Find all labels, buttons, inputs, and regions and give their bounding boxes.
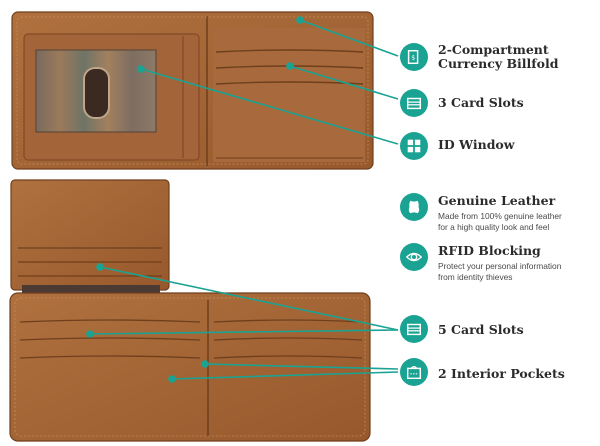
card-slots-icon xyxy=(400,315,428,343)
feature-title: ID Window xyxy=(438,137,515,152)
feature-id-window: ID Window xyxy=(400,132,515,160)
wallet-bottom xyxy=(9,179,371,442)
feature-title: 2-Compartment Currency Billfold xyxy=(438,42,559,71)
feature-title: RFID Blocking xyxy=(438,243,541,258)
feature-description: Protect your personal information from i… xyxy=(438,261,562,282)
leather-hide-icon xyxy=(400,193,428,221)
feature-genuine-leather: Genuine Leather Made from 100% genuine l… xyxy=(400,193,562,232)
card-slots-icon xyxy=(400,89,428,117)
feature-5-card-slots: 5 Card Slots xyxy=(400,315,524,343)
feature-description: Made from 100% genuine leather for a hig… xyxy=(438,211,562,232)
leader-lines xyxy=(86,16,399,383)
feature-3-card-slots: 3 Card Slots xyxy=(400,89,524,117)
feature-title: Genuine Leather xyxy=(438,193,556,208)
id-window-icon xyxy=(400,132,428,160)
billfold-icon: $ xyxy=(400,43,428,71)
eye-shield-icon xyxy=(400,243,428,271)
feature-title: 2 Interior Pockets xyxy=(438,366,565,381)
feature-title: 5 Card Slots xyxy=(438,322,524,337)
feature-title: 3 Card Slots xyxy=(438,95,524,110)
feature-interior-pockets: 2 Interior Pockets xyxy=(400,358,565,386)
svg-text:$: $ xyxy=(411,55,415,62)
wallet-top xyxy=(11,11,374,170)
feature-rfid-blocking: RFID Blocking Protect your personal info… xyxy=(400,243,561,282)
feature-billfold: $ 2-Compartment Currency Billfold xyxy=(400,43,559,71)
pocket-icon xyxy=(400,358,428,386)
